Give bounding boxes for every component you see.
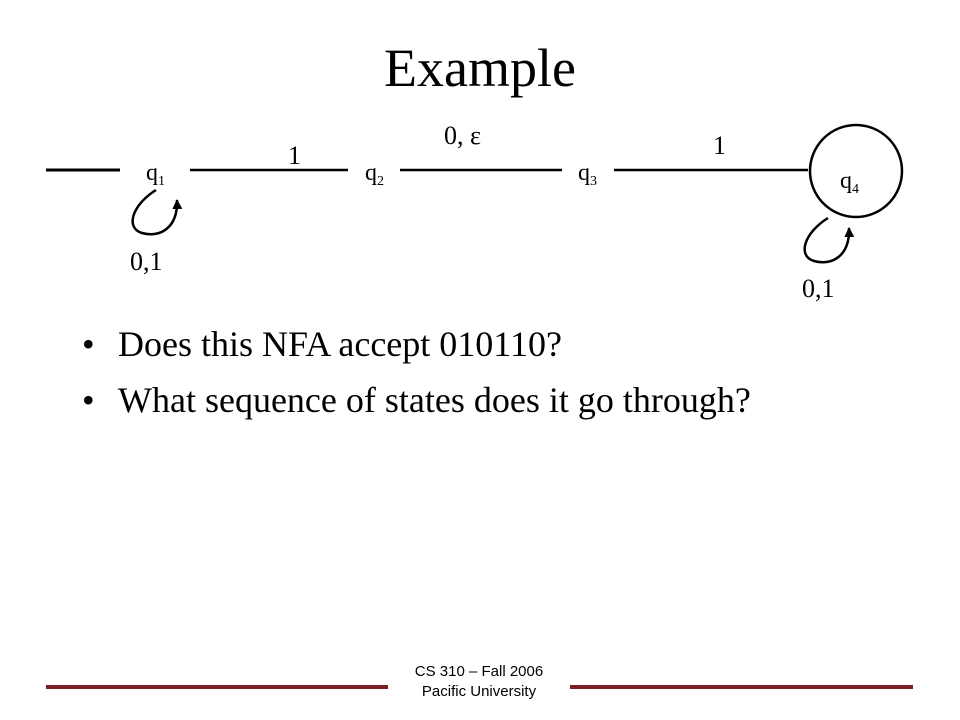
edge-label-q1-q2: 1 bbox=[288, 141, 301, 170]
bullet-item: • Does this NFA accept 010110? bbox=[82, 316, 751, 372]
edge-label-q2-q3: 0, ε bbox=[444, 121, 481, 150]
footer-university: Pacific University bbox=[421, 683, 537, 700]
bullet-dot-icon: • bbox=[82, 324, 95, 364]
self-loop-q4 bbox=[803, 216, 855, 264]
slide-title: Example bbox=[384, 38, 576, 98]
self-loop-q1 bbox=[131, 188, 183, 236]
state-q3: q3 bbox=[578, 160, 597, 189]
footer-course: CS 310 – Fall 2006 bbox=[414, 663, 544, 680]
bullet-list: • Does this NFA accept 010110? • What se… bbox=[82, 316, 751, 428]
edge-label-q3-q4: 1 bbox=[713, 131, 726, 160]
footer-rule-right bbox=[570, 685, 913, 689]
state-q4: q4 bbox=[840, 168, 859, 197]
bullet-text: Does this NFA accept 010110? bbox=[118, 324, 562, 364]
footer-rule-left bbox=[46, 685, 388, 689]
bullet-item: • What sequence of states does it go thr… bbox=[82, 372, 751, 428]
footer: CS 310 – Fall 2006 Pacific University bbox=[388, 662, 570, 702]
state-q1: q1 bbox=[146, 160, 165, 189]
edge-label-q1-loop: 0,1 bbox=[130, 247, 163, 276]
bullet-dot-icon: • bbox=[82, 380, 95, 420]
bullet-text: What sequence of states does it go throu… bbox=[118, 380, 751, 420]
state-q2: q2 bbox=[365, 160, 384, 189]
edge-label-q4-loop: 0,1 bbox=[802, 274, 835, 303]
state-q4-accept-ring bbox=[808, 123, 904, 219]
nfa-diagram: q1 q2 q3 q4 1 0, ε 1 0,1 0,1 bbox=[46, 121, 904, 303]
